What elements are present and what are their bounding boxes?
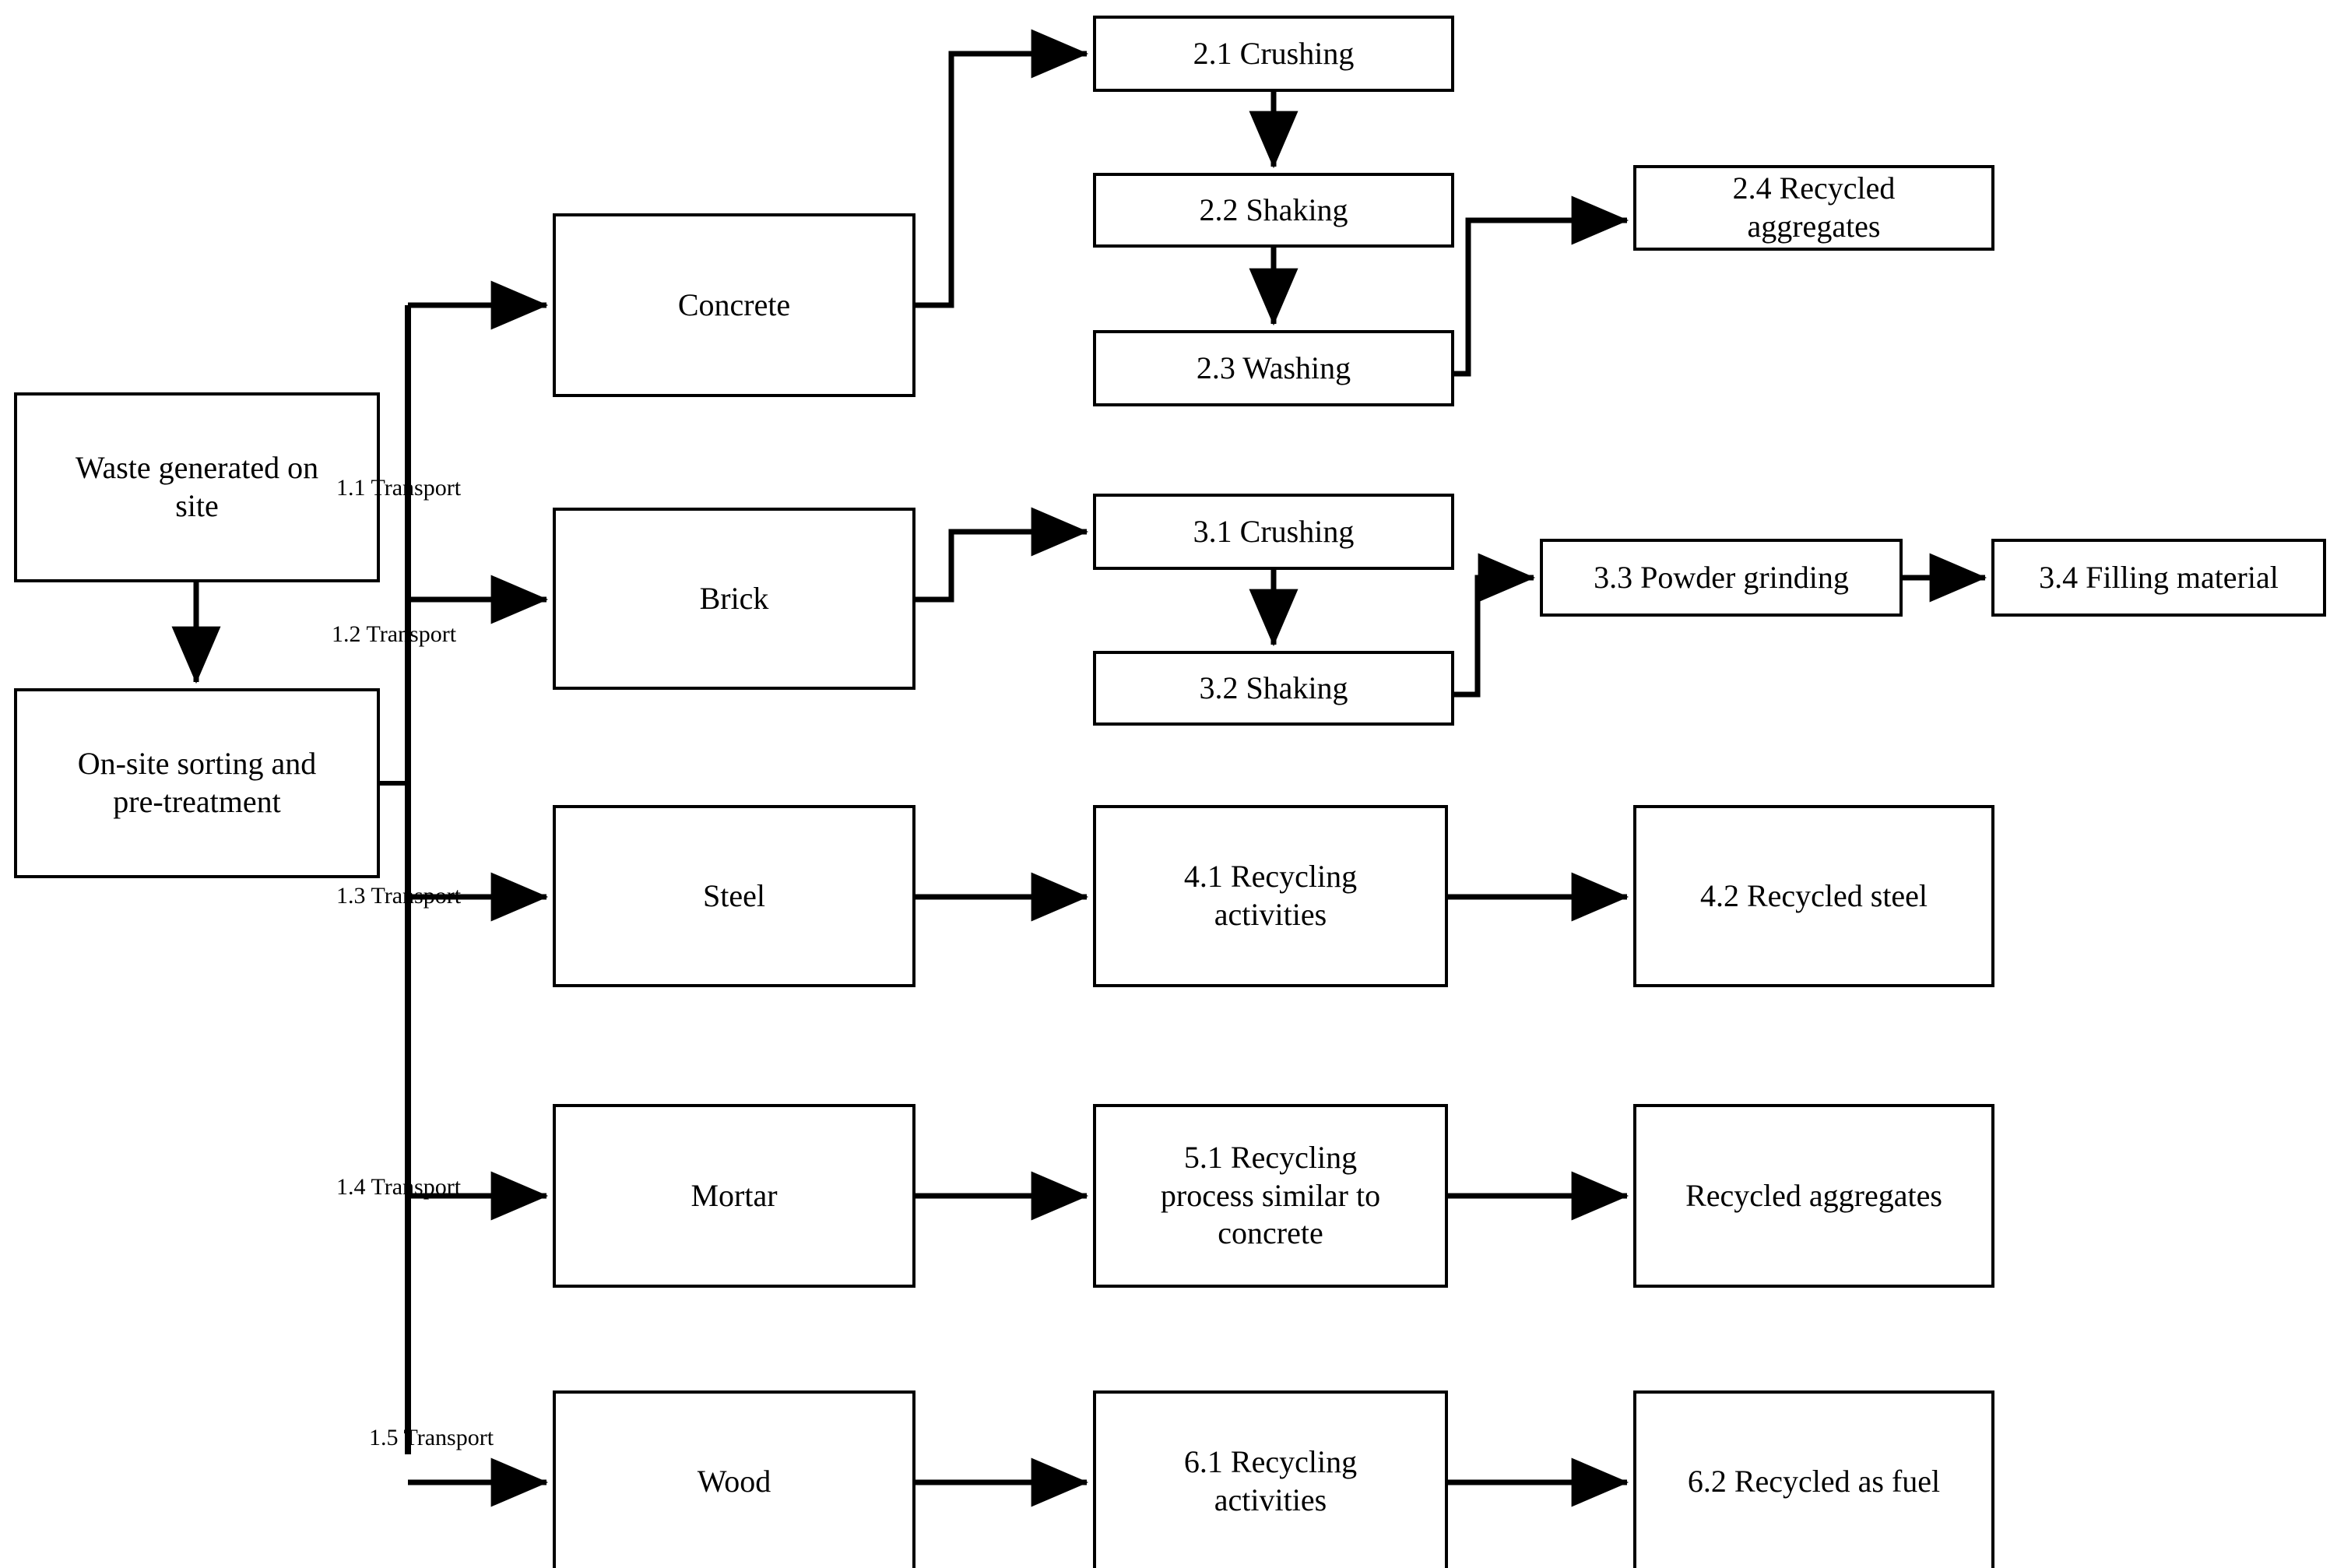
node-3-1-crushing[interactable]: 3.1 Crushing [1093,494,1454,570]
node-label: 5.1 Recycling process similar to concret… [1160,1139,1381,1251]
node-label: 2.1 Crushing [1193,35,1355,71]
node-on-site-sorting-and-pre-treatment[interactable]: On-site sorting and pre-treatment [14,688,380,878]
node-concrete[interactable]: Concrete [553,213,915,397]
node-steel[interactable]: Steel [553,805,915,987]
edge-label-1-1-transport: 1.1 Transport [336,475,462,501]
node-2-2-shaking[interactable]: 2.2 Shaking [1093,173,1454,248]
node-wood[interactable]: Wood [553,1390,915,1568]
edge-concrete-to-crushing21 [915,29,1089,308]
node-label: 3.3 Powder grinding [1594,559,1849,595]
node-2-1-crushing[interactable]: 2.1 Crushing [1093,16,1454,92]
node-label: 2.2 Shaking [1199,192,1348,227]
node-6-2-recycled-as-fuel[interactable]: 6.2 Recycled as fuel [1633,1390,1994,1568]
node-label: 4.2 Recycled steel [1699,877,1928,913]
node-label: Concrete [677,287,791,322]
node-label: 3.2 Shaking [1199,670,1348,705]
node-2-3-washing[interactable]: 2.3 Washing [1093,330,1454,406]
node-3-2-shaking[interactable]: 3.2 Shaking [1093,651,1454,726]
node-mortar[interactable]: Mortar [553,1104,915,1288]
node-3-3-powder-grinding[interactable]: 3.3 Powder grinding [1540,539,1903,617]
node-label: 4.1 Recycling activities [1183,859,1358,932]
node-label: Mortar [691,1177,778,1213]
node-label: 2.4 Recycled aggregates [1732,171,1896,244]
node-label: Recycled aggregates [1685,1177,1942,1213]
node-label: 6.1 Recycling activities [1183,1444,1358,1517]
node-waste-generated-on-site[interactable]: Waste generated on site [14,392,380,582]
node-3-4-filling-material[interactable]: 3.4 Filling material [1991,539,2326,617]
node-label: Wood [697,1463,771,1499]
node-recycled-aggregates[interactable]: Recycled aggregates [1633,1104,1994,1288]
edge-shaking32-to-powder33 [1454,553,1536,698]
edge-label-1-4-transport: 1.4 Transport [336,1174,462,1200]
node-label: 6.2 Recycled as fuel [1687,1463,1941,1499]
node-6-1-recycling-activities[interactable]: 6.1 Recycling activities [1093,1390,1448,1568]
edge-label-1-2-transport: 1.2 Transport [332,621,457,647]
edge-washing23-to-recagg24 [1454,195,1629,377]
node-5-1-recycling-process-similar-to-concrete[interactable]: 5.1 Recycling process similar to concret… [1093,1104,1448,1288]
node-label: Brick [699,580,769,616]
node-4-1-recycling-activities[interactable]: 4.1 Recycling activities [1093,805,1448,987]
node-label: 3.1 Crushing [1193,513,1355,549]
node-label: Steel [703,877,765,913]
node-brick[interactable]: Brick [553,508,915,690]
node-label: 3.4 Filling material [2039,559,2279,595]
edge-label-1-5-transport: 1.5 Transport [369,1425,494,1450]
edge-label-1-3-transport: 1.3 Transport [336,883,462,909]
node-label: On-site sorting and pre-treatment [77,746,317,819]
node-4-2-recycled-steel[interactable]: 4.2 Recycled steel [1633,805,1994,987]
node-label: Waste generated on site [75,450,319,523]
node-label: 2.3 Washing [1196,350,1351,385]
node-2-4-recycled-aggregates[interactable]: 2.4 Recycled aggregates [1633,165,1994,251]
edge-brick-to-crushing31 [915,507,1089,603]
